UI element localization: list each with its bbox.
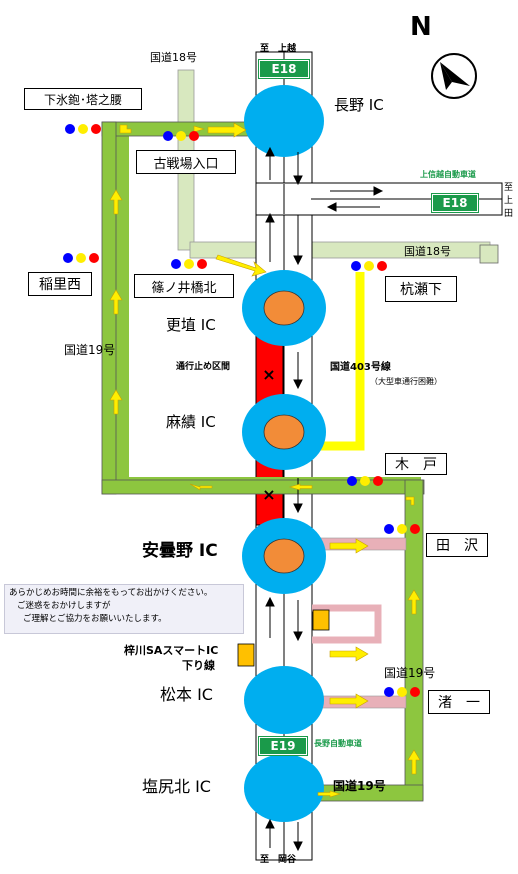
smart-ic-ramp-east — [312, 609, 330, 631]
feature-arrows — [207, 122, 369, 709]
lane-arrows — [265, 146, 384, 852]
traffic-lights — [63, 124, 420, 697]
route18-right-label: 国道18号 — [404, 245, 451, 258]
joshinetsu-expressway-label: 上信越自動車道 — [420, 170, 476, 179]
to-ueda-label-2: 上 — [504, 196, 514, 206]
traffic-light-inasato — [63, 253, 99, 263]
route18-top-label: 国道18号 — [150, 51, 197, 64]
to-okaya-label: 至 岡谷 — [260, 855, 297, 865]
nagano-expressway-label: 長野自動車道 — [314, 739, 362, 748]
e19-shield: E19 — [258, 736, 308, 756]
route19-bottom-label: 国道19号 — [333, 779, 386, 793]
traffic-light-nagisa — [384, 687, 420, 697]
to-joetsu-label: 至 上越 — [260, 44, 297, 54]
ic-nagano-label: 長野 IC — [334, 96, 384, 114]
intersection-shimohigano: 下氷鉋･塔之腰 — [24, 88, 142, 110]
ic-koshoku-marker — [242, 270, 326, 346]
ic-shiojiri-label: 塩尻北 IC — [142, 777, 211, 796]
ic-shiojiri-marker — [244, 754, 324, 822]
compass-north-label: N — [410, 12, 432, 42]
route403-note: （大型車通行困難） — [370, 377, 442, 386]
intersection-kido: 木 戸 — [385, 453, 447, 475]
route403-label: 国道403号線 — [330, 362, 391, 373]
ic-matsumoto-label: 松本 IC — [160, 685, 213, 704]
intersection-inasato-nishi: 稲里西 — [28, 272, 92, 296]
notice-line-3: ご理解とご協力をお願いいたします。 — [23, 614, 167, 624]
ic-azumino-marker — [242, 518, 326, 594]
notice-box: あらかじめお時間に余裕をもってお出かけください。 ご迷惑をおかけしますが ご理解… — [4, 584, 244, 634]
intersection-tazawa: 田 沢 — [426, 533, 488, 557]
ic-koshoku-label: 更埴 IC — [166, 316, 216, 334]
route403-road — [316, 272, 365, 451]
traffic-light-kido — [347, 476, 383, 486]
intersection-kuise-shimo: 杭瀬下 — [385, 276, 457, 302]
traffic-light-kosenjo — [163, 131, 199, 141]
route19-left-label: 国道19号 — [64, 343, 116, 357]
closure-mark-1: × — [262, 365, 275, 384]
ic-nagano-marker — [244, 85, 324, 157]
traffic-light-tazawa — [384, 524, 420, 534]
e18-shield-top: E18 — [258, 59, 310, 79]
e18-shield-east: E18 — [431, 193, 479, 213]
intersection-nagisa-ichi: 渚 一 — [428, 690, 490, 714]
to-ueda-label-1: 至 — [504, 183, 514, 193]
detour-corner-fill — [103, 123, 115, 135]
traffic-light-shimohigano — [65, 124, 101, 134]
closure-mark-2: × — [262, 485, 275, 504]
traffic-light-kuise — [351, 261, 387, 271]
ic-azumino-label: 安曇野 IC — [142, 541, 218, 561]
intersection-kosenjo: 古戦場入口 — [136, 150, 236, 174]
route19-right-label: 国道19号 — [384, 666, 436, 680]
smart-ic-ramp-west — [237, 643, 255, 667]
notice-line-1: あらかじめお時間に余裕をもってお出かけください。 — [9, 588, 213, 598]
route18-end-box — [479, 244, 499, 264]
detour-south-road — [101, 479, 425, 495]
to-ueda-label-3: 田 — [504, 209, 514, 219]
smart-ic-direction-label: 下り線 — [182, 659, 215, 672]
smart-ic-label: 梓川SAスマートIC — [124, 644, 219, 657]
compass-icon — [431, 53, 477, 99]
ic-omi-label: 麻績 IC — [166, 413, 216, 431]
notice-line-2: ご迷惑をおかけしますが — [17, 601, 111, 611]
smart-ic-access-road — [312, 604, 382, 644]
closure-label: 通行止め区間 — [176, 362, 231, 372]
ic-omi-marker — [242, 394, 326, 470]
intersection-shinonoi-bashi-kita: 篠ノ井橋北 — [134, 274, 234, 298]
ic-matsumoto-marker — [244, 666, 324, 734]
traffic-light-shinonoi — [171, 259, 207, 269]
detour-arrows — [109, 124, 421, 798]
